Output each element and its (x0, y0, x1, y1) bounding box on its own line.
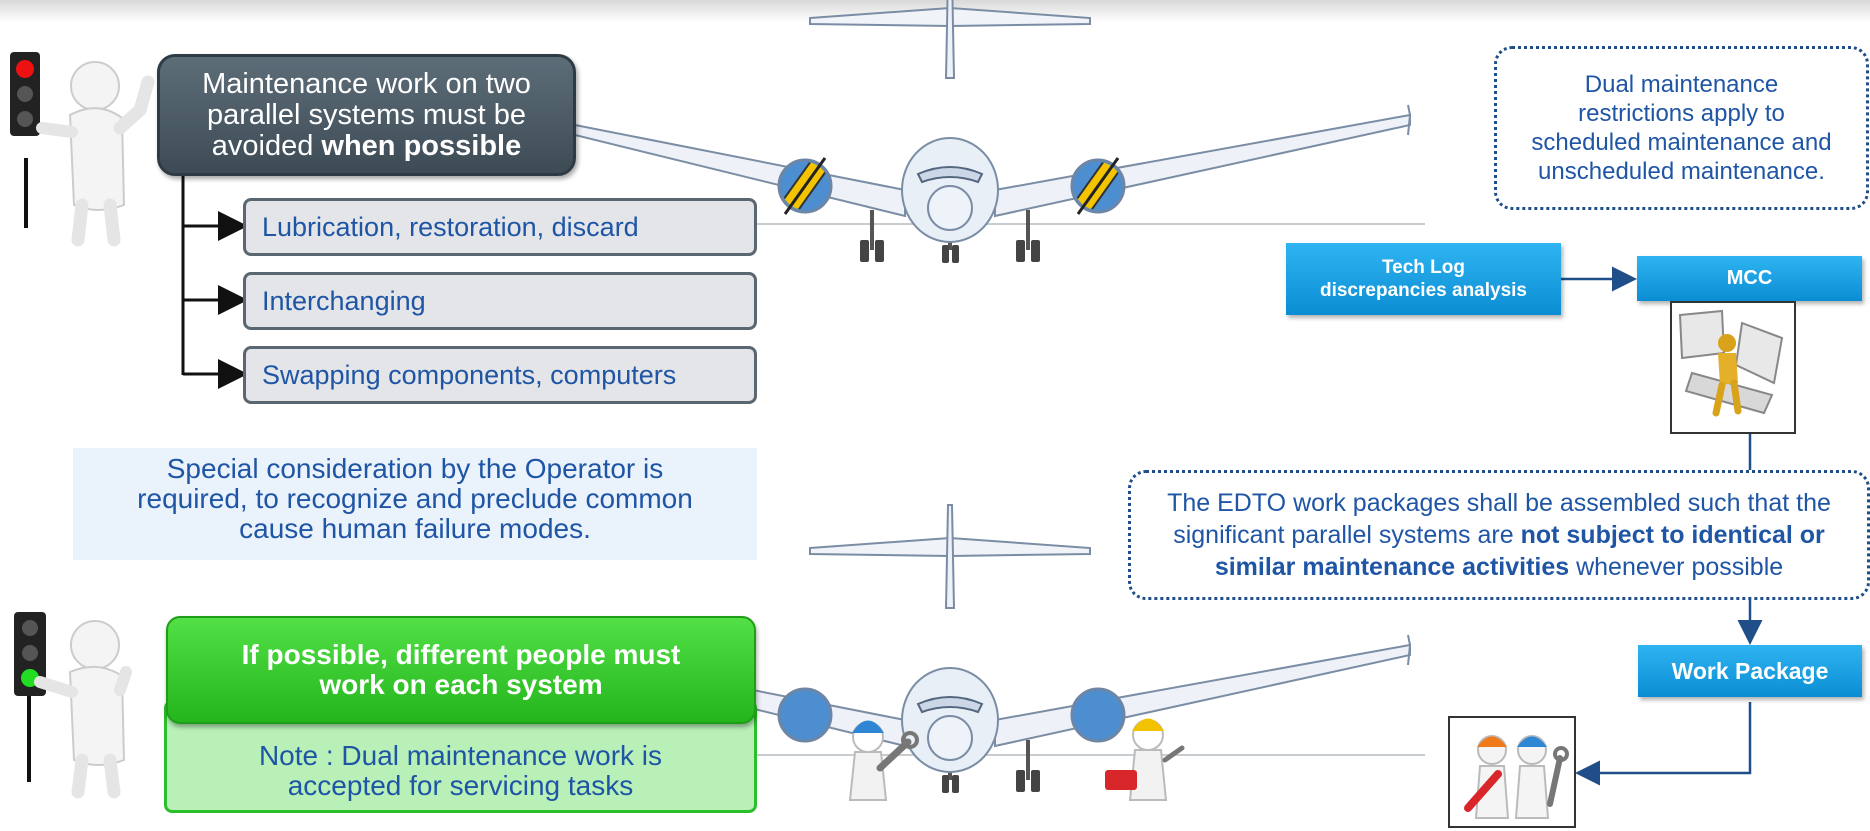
main-box-line1: Maintenance work on two (202, 67, 531, 100)
stop-figure-icon (36, 61, 155, 247)
tech-log-line1: Tech Log (1381, 257, 1466, 278)
dual-maintenance-restrictions-box: Dual maintenance restrictions apply to s… (1494, 46, 1869, 210)
worker-wrench-icon (848, 720, 919, 801)
edto-line2-bold: not subject to identical or (1520, 521, 1825, 549)
avoid-dual-maintenance-box: Maintenance work on two parallel systems… (157, 54, 576, 176)
restrictions-line2: restrictions apply to (1578, 100, 1785, 127)
mcc-label: MCC (1726, 267, 1773, 289)
item-swapping: Swapping components, computers (243, 346, 757, 404)
item-lubrication: Lubrication, restoration, discard (243, 198, 757, 256)
note-line2: accepted for servicing tasks (287, 769, 634, 801)
operator-at-computers-icon (1678, 309, 1784, 417)
item-interchanging-label: Interchanging (262, 285, 426, 316)
edto-line3-plain: whenever possible (1569, 553, 1784, 581)
restrictions-line3: scheduled maintenance and (1531, 129, 1832, 156)
restrictions-line4: unscheduled maintenance. (1538, 158, 1825, 185)
mcc-operator-image (1670, 301, 1796, 434)
item-swapping-label: Swapping components, computers (262, 359, 677, 390)
worker-toolbox-icon (1105, 718, 1185, 801)
edto-line2: significant parallel systems are not sub… (1167, 519, 1831, 551)
main-box-line2: parallel systems must be (206, 98, 527, 131)
green-line2: work on each system (319, 669, 603, 700)
workers-image (1448, 716, 1576, 828)
main-box-line3: avoided when possible (202, 129, 531, 162)
special-line1: Special consideration by the Operator is (166, 453, 664, 484)
work-package-label: Work Package (1671, 657, 1829, 684)
different-people-box: If possible, different people must work … (166, 616, 756, 724)
main-box-line3-plain: avoided (211, 129, 322, 162)
two-workers-with-tools-icon (1464, 735, 1569, 819)
tech-log-line2: discrepancies analysis (1319, 280, 1527, 301)
main-box-line3-bold: when possible (321, 129, 522, 162)
edto-line3-bold: similar maintenance activities (1214, 553, 1570, 581)
special-line3: cause human failure modes. (239, 513, 591, 544)
tech-log-box: Tech Log discrepancies analysis (1286, 243, 1561, 315)
edto-line2-plain: significant parallel systems are (1173, 521, 1521, 549)
work-package-box: Work Package (1638, 645, 1862, 697)
edto-line3: similar maintenance activities whenever … (1167, 551, 1831, 583)
edto-work-packages-box: The EDTO work packages shall be assemble… (1128, 470, 1870, 600)
special-consideration-note: Special consideration by the Operator is… (73, 448, 757, 560)
red-traffic-light-icon (10, 52, 40, 228)
mcc-box: MCC (1637, 256, 1862, 301)
note-line1: Note : Dual maintenance work is (258, 739, 663, 771)
special-line2: required, to recognize and preclude comm… (137, 483, 693, 514)
thumbs-up-figure-icon (34, 620, 132, 799)
restrictions-line1: Dual maintenance (1584, 71, 1779, 98)
edto-line1: The EDTO work packages shall be assemble… (1167, 489, 1831, 517)
item-interchanging: Interchanging (243, 272, 757, 330)
item-lubrication-label: Lubrication, restoration, discard (262, 211, 639, 242)
green-line1: If possible, different people must (241, 639, 681, 670)
